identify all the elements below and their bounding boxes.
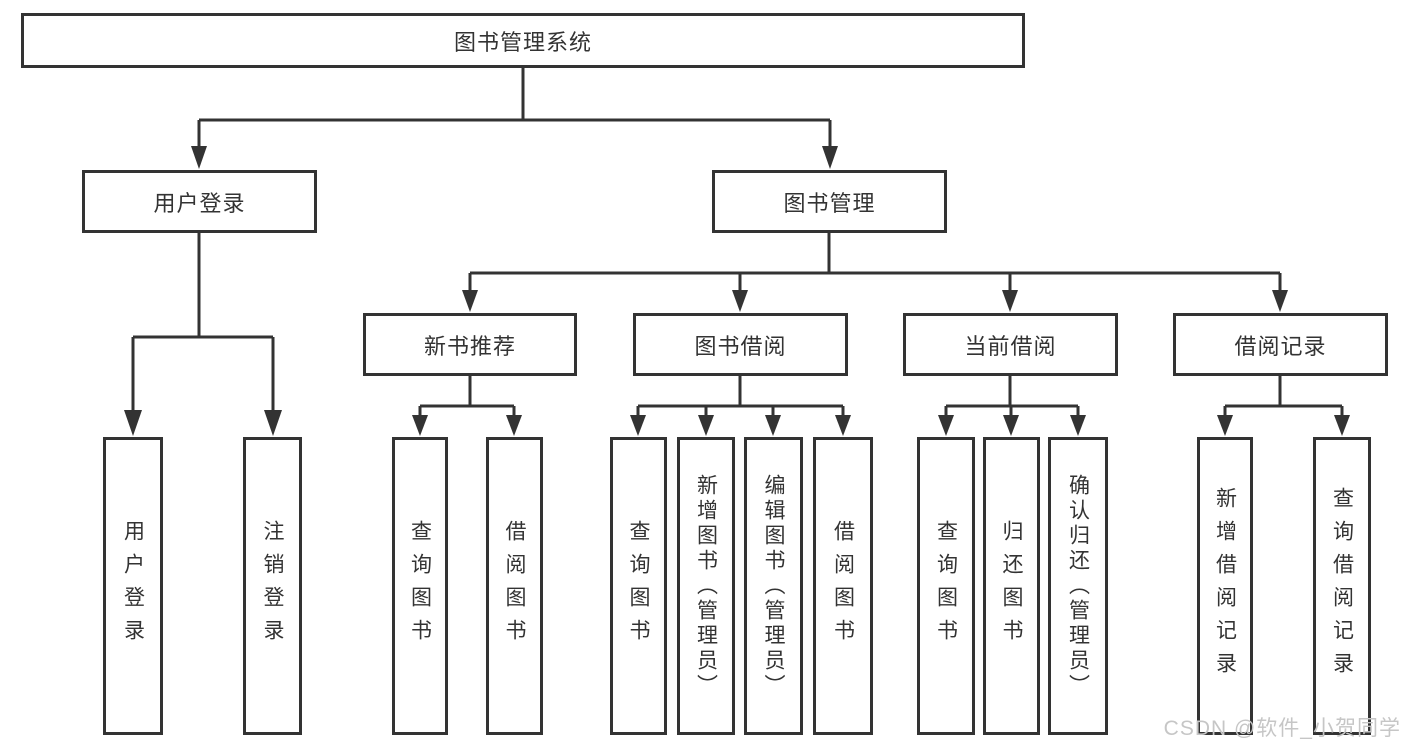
leaf-user-login-label: 用户登录 [121, 520, 145, 652]
leaf-borrow-books-recommend: 借阅图书 [486, 437, 543, 735]
leaf-query-borrow-record: 查询借阅记录 [1313, 437, 1371, 735]
leaf-borrow-books-borrowing: 借阅图书 [813, 437, 873, 735]
leaf-query-books-borrowing: 查询图书 [610, 437, 667, 735]
node-current-borrowing: 当前借阅 [903, 313, 1118, 376]
leaf-query-books-recommend-label: 查询图书 [408, 520, 432, 652]
leaf-add-book-admin-label: 新增图书（管理员） [694, 473, 718, 699]
node-library-management-system-label: 图书管理系统 [453, 29, 592, 55]
leaf-query-borrow-record-label: 查询借阅记录 [1330, 487, 1354, 685]
leaf-query-books-borrowing-label: 查询图书 [627, 520, 650, 652]
leaf-return-book: 归还图书 [983, 437, 1040, 735]
leaf-logout-label: 注销登录 [261, 520, 284, 652]
leaf-confirm-return-admin: 确认归还（管理员） [1048, 437, 1108, 735]
leaf-return-book-label: 归还图书 [1000, 520, 1023, 652]
leaf-confirm-return-admin-label: 确认归还（管理员） [1066, 473, 1090, 699]
node-borrowing-records-label: 借阅记录 [1234, 333, 1327, 359]
leaf-edit-book-admin-label: 编辑图书（管理员） [762, 473, 785, 699]
node-current-borrowing-label: 当前借阅 [964, 333, 1057, 359]
leaf-edit-book-admin: 编辑图书（管理员） [744, 437, 803, 735]
node-user-login-label: 用户登录 [153, 190, 246, 216]
leaf-query-books-current-label: 查询图书 [934, 520, 958, 652]
leaf-add-borrow-record: 新增借阅记录 [1197, 437, 1253, 735]
leaf-add-book-admin: 新增图书（管理员） [677, 437, 735, 735]
leaf-logout: 注销登录 [243, 437, 302, 735]
node-user-login: 用户登录 [82, 170, 317, 233]
leaf-user-login: 用户登录 [103, 437, 163, 735]
node-library-management-system: 图书管理系统 [21, 13, 1025, 68]
node-new-book-recommendation: 新书推荐 [363, 313, 577, 376]
leaf-query-books-current: 查询图书 [917, 437, 975, 735]
node-book-borrowing: 图书借阅 [633, 313, 848, 376]
leaf-borrow-books-borrowing-label: 借阅图书 [831, 520, 855, 652]
node-borrowing-records: 借阅记录 [1173, 313, 1388, 376]
leaf-borrow-books-recommend-label: 借阅图书 [503, 520, 526, 652]
node-book-borrowing-label: 图书借阅 [694, 333, 787, 359]
node-book-management-label: 图书管理 [783, 190, 876, 216]
leaf-add-borrow-record-label: 新增借阅记录 [1213, 487, 1237, 685]
arrowhead-group [124, 146, 1350, 436]
node-book-management: 图书管理 [712, 170, 947, 233]
csdn-watermark: CSDN @软件_小贺同学 [1163, 717, 1401, 740]
node-new-book-recommendation-label: 新书推荐 [423, 333, 516, 359]
leaf-query-books-recommend: 查询图书 [392, 437, 448, 735]
